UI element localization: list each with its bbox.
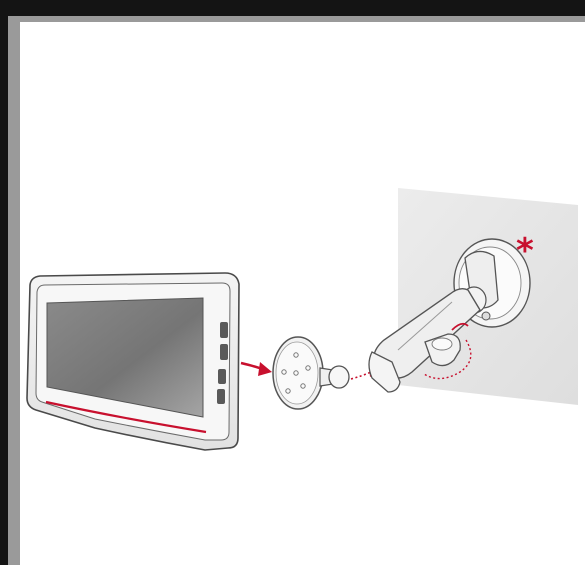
ball-mount-icon[interactable] (273, 337, 349, 409)
side-button-3 (218, 369, 226, 384)
note-marker: * (516, 231, 534, 271)
side-button-2 (220, 344, 228, 360)
tablet-device-icon[interactable] (27, 273, 239, 450)
side-button-4 (217, 389, 225, 404)
attach-arrow-icon (241, 362, 272, 376)
side-button-1 (220, 322, 228, 338)
